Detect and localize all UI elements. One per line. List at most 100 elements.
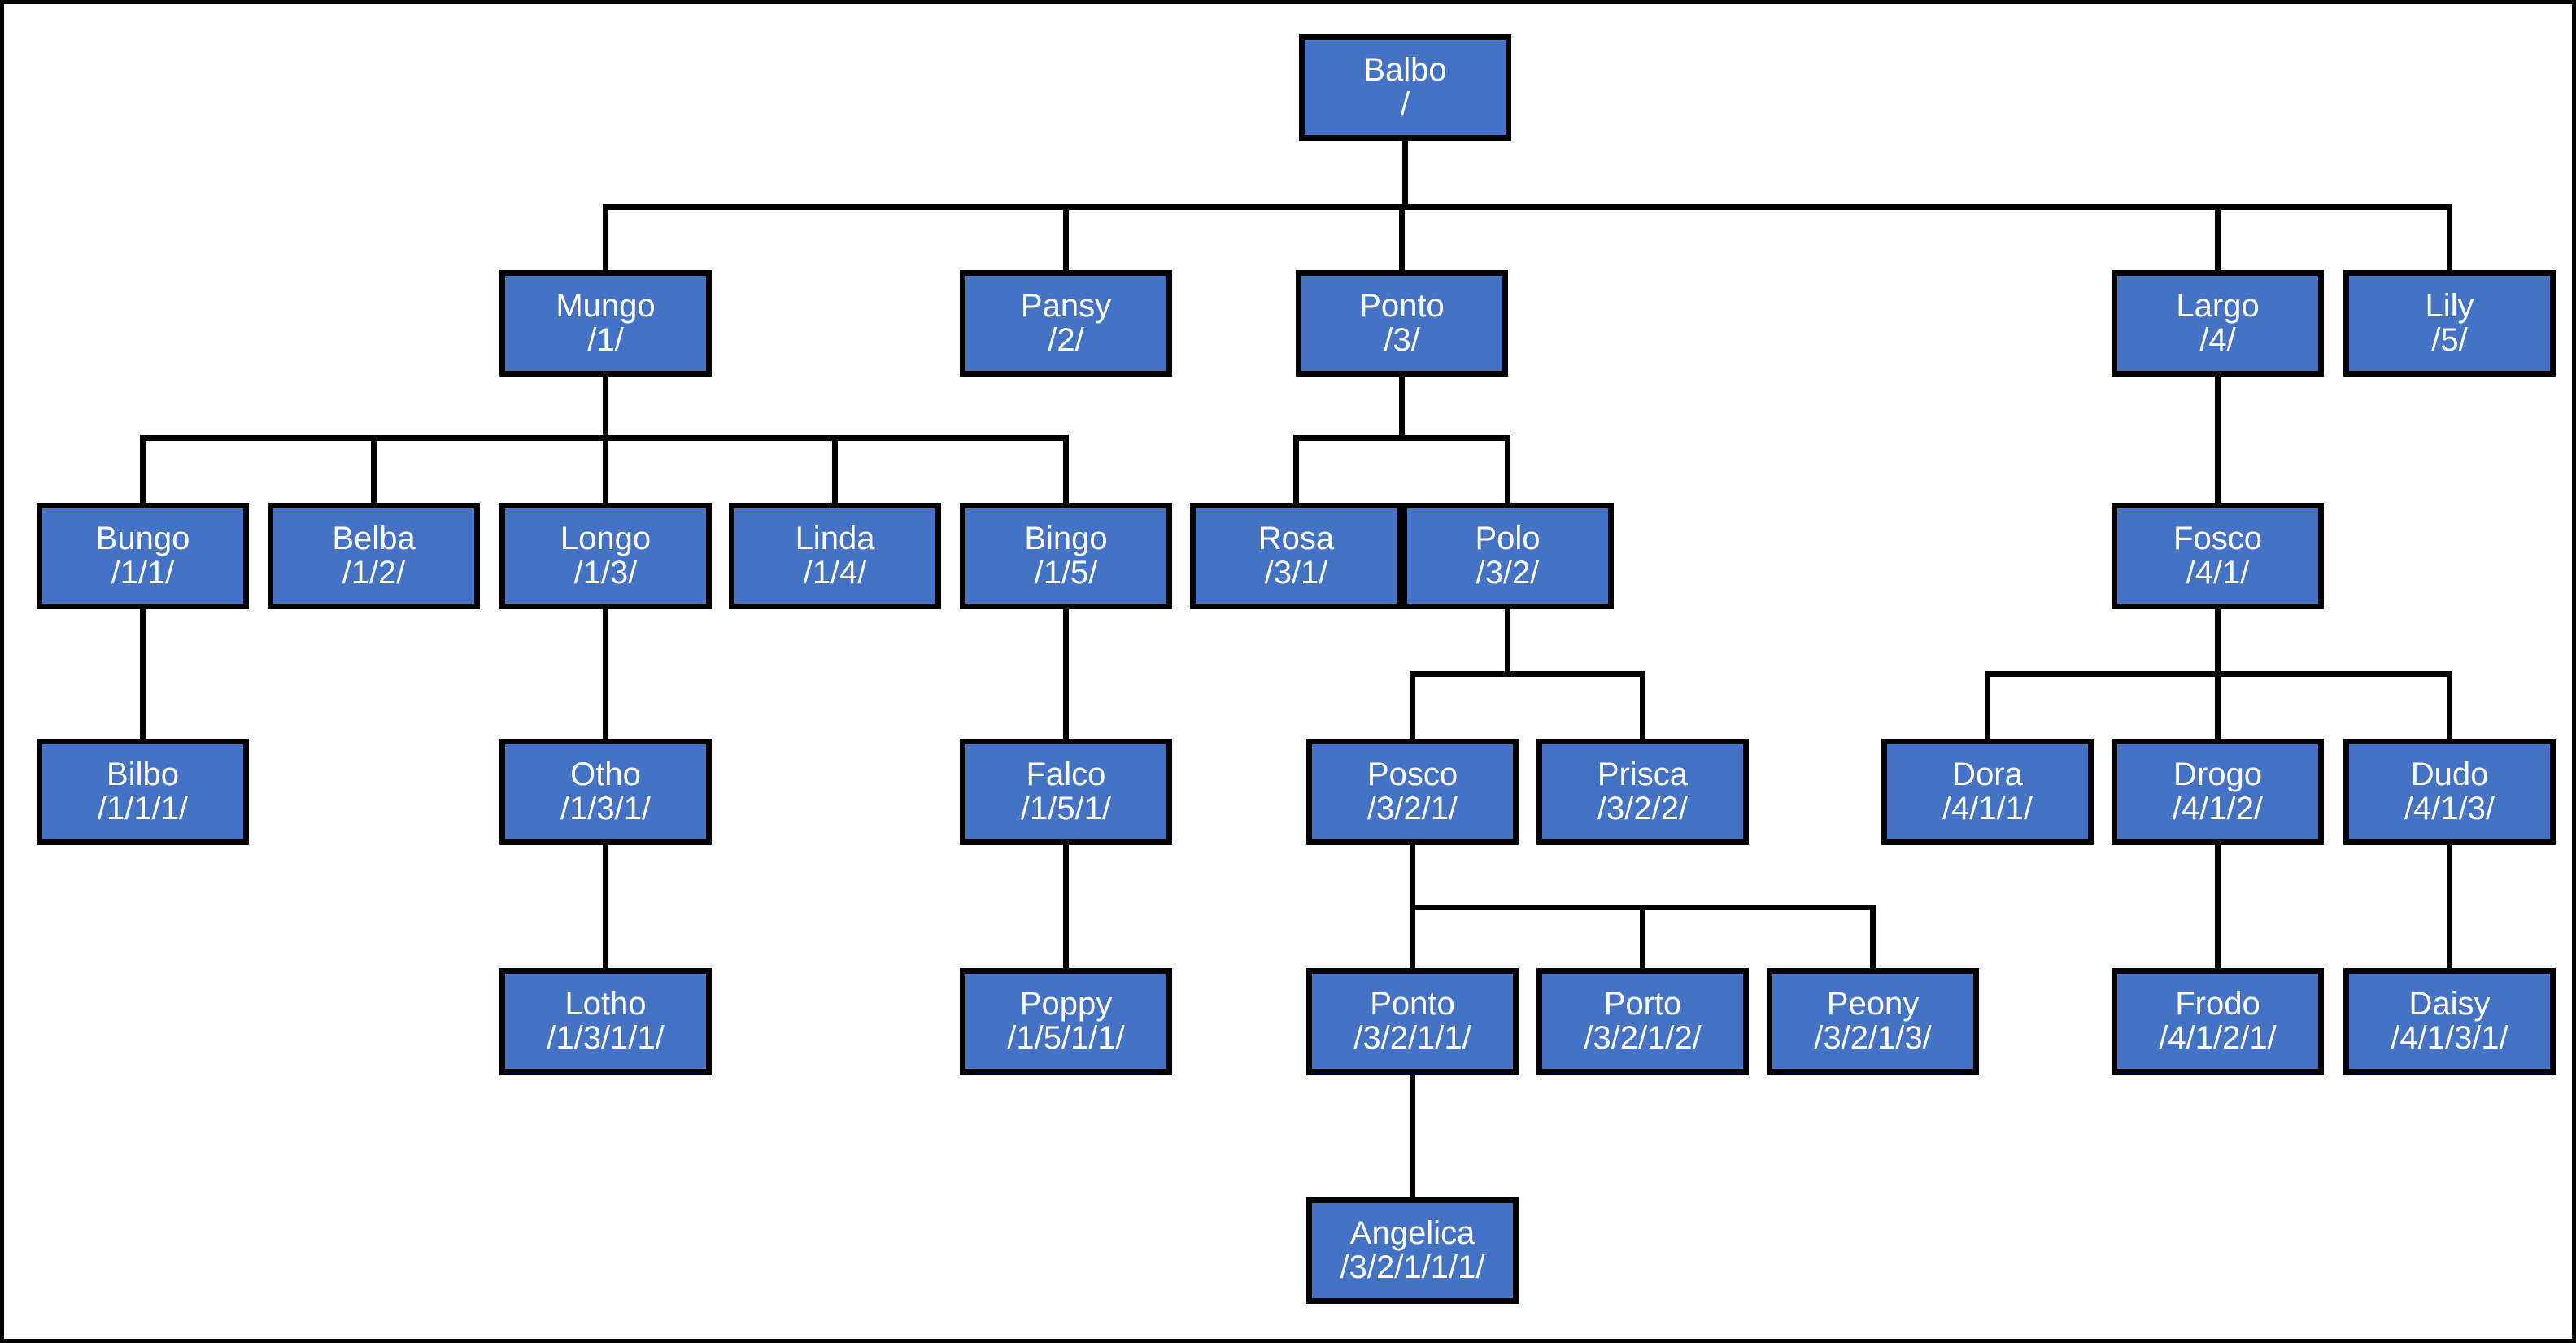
node-path: /1/4/ <box>803 554 867 591</box>
node-name: Daisy <box>2408 985 2491 1022</box>
node-path: /3/ <box>1384 321 1420 358</box>
tree-node-dudo[interactable]: Dudo/4/1/3/ <box>2343 739 2556 845</box>
node-name: Pansy <box>1020 287 1112 324</box>
edge-stem-fosco <box>2215 609 2221 674</box>
node-path: /3/2/1/3/ <box>1814 1019 1932 1056</box>
node-path: /3/2/1/ <box>1366 790 1458 826</box>
tree-node-angelica[interactable]: Angelica/3/2/1/1/1/ <box>1306 1197 1519 1304</box>
edge-link-largo-fosco <box>2215 377 2221 503</box>
tree-node-balbo[interactable]: Balbo/ <box>1299 34 1511 141</box>
tree-node-pansy[interactable]: Pansy/2/ <box>960 270 1172 377</box>
edge-stem-mungo <box>603 377 608 438</box>
node-name: Linda <box>795 520 875 556</box>
edge-link-drogo-frodo <box>2215 845 2221 968</box>
edge-drop-bingo <box>1063 438 1069 503</box>
node-name: Peony <box>1826 985 1920 1022</box>
node-path: /1/5/1/ <box>1020 790 1112 826</box>
tree-node-bingo[interactable]: Bingo/1/5/ <box>960 503 1172 609</box>
edge-link-dudo-daisy <box>2447 845 2452 968</box>
edge-bus-ponto <box>1293 434 1510 441</box>
node-path: /4/1/2/ <box>2172 790 2264 826</box>
node-path: /3/2/2/ <box>1597 790 1689 826</box>
edge-link-otho-lotho <box>603 845 608 968</box>
node-name: Longo <box>560 520 652 556</box>
tree-node-fosco[interactable]: Fosco/4/1/ <box>2112 503 2324 609</box>
node-path: /3/2/ <box>1475 554 1540 591</box>
edge-drop-belba <box>371 438 377 503</box>
tree-node-falco[interactable]: Falco/1/5/1/ <box>960 739 1172 845</box>
tree-node-bungo[interactable]: Bungo/1/1/ <box>37 503 249 609</box>
node-path: /1/3/ <box>573 554 638 591</box>
edge-drop-ponto2 <box>1410 907 1415 968</box>
edge-drop-posco <box>1410 674 1415 739</box>
tree-node-daisy[interactable]: Daisy/4/1/3/1/ <box>2343 968 2556 1075</box>
node-path: /4/ <box>2199 321 2236 358</box>
tree-node-dora[interactable]: Dora/4/1/1/ <box>1881 739 2094 845</box>
tree-node-lotho[interactable]: Lotho/1/3/1/1/ <box>499 968 712 1075</box>
edge-drop-bungo <box>140 438 146 503</box>
edge-bus-balbo <box>603 203 2452 210</box>
edge-drop-prisca <box>1640 674 1645 739</box>
node-name: Poppy <box>1019 985 1113 1022</box>
node-path: /1/3/1/1/ <box>547 1019 665 1056</box>
tree-node-peony[interactable]: Peony/3/2/1/3/ <box>1767 968 1979 1075</box>
edge-drop-peony <box>1870 907 1876 968</box>
tree-node-bilbo[interactable]: Bilbo/1/1/1/ <box>37 739 249 845</box>
edge-drop-drogo <box>2215 674 2221 739</box>
node-name: Lily <box>2425 287 2474 324</box>
node-name: Falco <box>1026 756 1106 792</box>
node-name: Bingo <box>1024 520 1108 556</box>
node-name: Polo <box>1475 520 1541 556</box>
node-name: Dudo <box>2410 756 2489 792</box>
edge-bus-polo <box>1410 670 1645 677</box>
node-name: Fosco <box>2173 520 2262 556</box>
tree-node-lily[interactable]: Lily/5/ <box>2343 270 2556 377</box>
node-name: Drogo <box>2173 756 2262 792</box>
tree-node-otho[interactable]: Otho/1/3/1/ <box>499 739 712 845</box>
tree-node-longo[interactable]: Longo/1/3/ <box>499 503 712 609</box>
node-path: /1/1/ <box>111 554 175 591</box>
node-name: Ponto <box>1359 287 1445 324</box>
tree-node-linda[interactable]: Linda/1/4/ <box>729 503 941 609</box>
edge-drop-lily <box>2447 207 2452 270</box>
edge-drop-dudo <box>2447 674 2452 739</box>
tree-node-poppy[interactable]: Poppy/1/5/1/1/ <box>960 968 1172 1075</box>
node-name: Prisca <box>1597 756 1689 792</box>
tree-node-frodo[interactable]: Frodo/4/1/2/1/ <box>2112 968 2324 1075</box>
node-name: Belba <box>332 520 416 556</box>
node-path: /1/ <box>587 321 624 358</box>
tree-node-ponto[interactable]: Ponto/3/ <box>1296 270 1508 377</box>
node-name: Lotho <box>564 985 647 1022</box>
edge-drop-rosa <box>1293 438 1299 503</box>
tree-node-ponto2[interactable]: Ponto/3/2/1/1/ <box>1306 968 1519 1075</box>
node-path: /3/2/1/1/ <box>1353 1019 1471 1056</box>
node-name: Dora <box>1952 756 2023 792</box>
node-path: /1/5/1/1/ <box>1007 1019 1125 1056</box>
edge-link-ponto2-angelica <box>1410 1075 1415 1197</box>
edge-drop-largo <box>2215 207 2221 270</box>
node-path: /1/3/1/ <box>560 790 652 826</box>
edge-drop-dora <box>1985 674 1990 739</box>
edge-drop-ponto <box>1399 207 1405 270</box>
edge-stem-balbo <box>1402 141 1408 207</box>
node-path: /1/2/ <box>342 554 406 591</box>
edge-link-falco-poppy <box>1063 845 1069 968</box>
node-path: /4/1/1/ <box>1942 790 2033 826</box>
node-path: /1/5/ <box>1034 554 1098 591</box>
tree-node-belba[interactable]: Belba/1/2/ <box>268 503 480 609</box>
tree-node-posco[interactable]: Posco/3/2/1/ <box>1306 739 1519 845</box>
node-name: Frodo <box>2175 985 2260 1022</box>
tree-node-porto[interactable]: Porto/3/2/1/2/ <box>1536 968 1749 1075</box>
tree-node-drogo[interactable]: Drogo/4/1/2/ <box>2112 739 2324 845</box>
node-path: /4/1/2/1/ <box>2159 1019 2277 1056</box>
tree-node-rosa[interactable]: Rosa/3/1/ <box>1190 503 1402 609</box>
tree-node-prisca[interactable]: Prisca/3/2/2/ <box>1536 739 1749 845</box>
tree-node-largo[interactable]: Largo/4/ <box>2112 270 2324 377</box>
tree-node-polo[interactable]: Polo/3/2/ <box>1401 503 1614 609</box>
edge-drop-longo <box>603 438 608 503</box>
node-name: Balbo <box>1363 51 1447 88</box>
tree-node-mungo[interactable]: Mungo/1/ <box>499 270 712 377</box>
edge-link-longo-otho <box>603 609 608 739</box>
edge-link-bungo-bilbo <box>140 609 146 739</box>
